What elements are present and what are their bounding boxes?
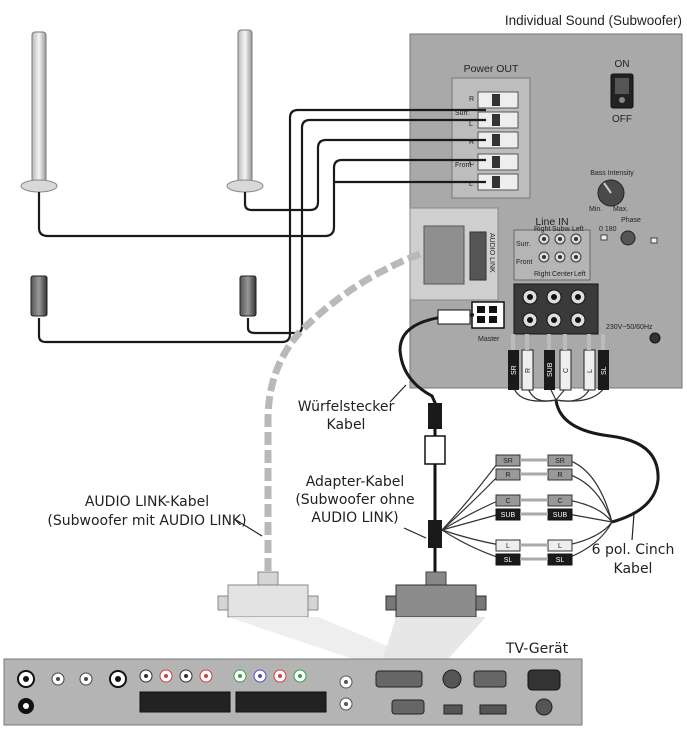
subwoofer-panel xyxy=(409,33,683,389)
front-label: Front xyxy=(455,162,471,169)
on-label: ON xyxy=(615,59,630,70)
adapter-label-2: (Subwoofer ohne xyxy=(295,492,414,508)
surround-speaker-left xyxy=(30,275,48,317)
audio-link-scart-plug xyxy=(217,571,319,618)
surr-label: Surr. xyxy=(455,110,470,117)
wuerfel-label-1: Würfelstecker xyxy=(298,399,395,415)
line-in-left-2: Left xyxy=(574,271,586,278)
cinch-plug-label-4: C xyxy=(563,368,570,373)
r-label-1: R xyxy=(469,96,474,103)
adapter-plug-c-a: C xyxy=(505,498,510,505)
line-in-center: Center xyxy=(552,271,574,278)
audio-link-cable xyxy=(264,250,422,582)
adapter-label-1: Adapter-Kabel xyxy=(306,474,405,490)
connection-guide-beam-2 xyxy=(380,617,486,668)
adapter-plug-r-b: R xyxy=(557,472,562,479)
cinch-label-2: Kabel xyxy=(614,561,653,577)
adapter-plug-sl-a: SL xyxy=(504,557,513,564)
cinch-pointer xyxy=(631,513,635,541)
adapter-plug-l-a: L xyxy=(506,543,510,550)
power-out-label: Power OUT xyxy=(464,63,519,75)
adapter-label-3: AUDIO LINK) xyxy=(311,510,398,526)
cinch-plug-label-3: SUB xyxy=(547,362,554,377)
cinch-plug-label-6: SL xyxy=(601,366,608,375)
l-label-1: L xyxy=(469,121,473,128)
adapter-plug-r-a: R xyxy=(505,472,510,479)
c-label: C xyxy=(469,160,474,167)
bass-intensity-label: Bass Intensity xyxy=(590,170,634,177)
voltage-label: 230V~50/60Hz xyxy=(606,324,653,331)
tv-label: TV-Gerät xyxy=(505,641,569,657)
adapter-plug-l-b: L xyxy=(558,543,562,550)
adapter-plug-c-b: C xyxy=(557,498,562,505)
audio-link-label-1: AUDIO LINK-Kabel xyxy=(85,494,209,510)
adapter-plug-sr-a: SR xyxy=(503,458,513,465)
speaker-cables xyxy=(37,108,486,344)
cinch-plug-label-2: R xyxy=(525,368,532,373)
adapter-fan-wires xyxy=(441,459,613,559)
line-in-jacks xyxy=(538,233,582,263)
min-label: Min. xyxy=(589,206,602,213)
audio-link-pointer xyxy=(235,519,263,537)
subwoofer-title: Individual Sound (Subwoofer) xyxy=(505,13,682,28)
front-speaker-left xyxy=(20,31,58,193)
cinch-plug-label-1: SR xyxy=(511,365,518,375)
line-in-left: Left xyxy=(572,226,584,233)
r-label-2: R xyxy=(469,139,474,146)
adapter-pointer xyxy=(403,527,427,539)
phase-range-label: 0 180 xyxy=(599,226,617,233)
phase-label: Phase xyxy=(621,217,641,224)
l-label-2: L xyxy=(469,181,473,188)
max-label: Max. xyxy=(613,206,628,213)
adapter-plug-sr-b: SR xyxy=(555,458,565,465)
line-in-subw: Subw. xyxy=(552,226,571,233)
line-in-label: Line IN xyxy=(535,216,568,228)
adapter-scart-plug xyxy=(385,571,487,618)
line-in-right-2: Right xyxy=(534,271,550,278)
adapter-plug-pairs xyxy=(495,454,573,566)
wuerfel-pointer xyxy=(389,384,407,403)
audio-link-label-2: (Subwoofer mit AUDIO LINK) xyxy=(47,513,246,529)
cinch-plug-label-5: L xyxy=(587,369,594,373)
cinch-cable-6pol xyxy=(554,399,660,524)
off-label: OFF xyxy=(612,114,632,125)
surround-speaker-right xyxy=(239,275,257,317)
line-in-right: Right xyxy=(534,226,550,233)
adapter-plug-sub-a: SUB xyxy=(501,512,516,519)
cinch-label-1: 6 pol. Cinch xyxy=(592,542,675,558)
front-speaker-right xyxy=(226,29,264,193)
line-in-front: Front xyxy=(516,259,532,266)
wuerfel-label-2: Kabel xyxy=(327,417,366,433)
master-label: Master xyxy=(478,336,500,343)
line-in-surr: Surr. xyxy=(516,241,531,248)
audio-link-port-label: AUDIO LINK xyxy=(488,233,495,273)
adapter-plug-sl-b: SL xyxy=(556,557,565,564)
tv-back-panel xyxy=(3,658,583,726)
cinch-plugs xyxy=(508,334,609,391)
adapter-plug-sub-b: SUB xyxy=(553,512,568,519)
